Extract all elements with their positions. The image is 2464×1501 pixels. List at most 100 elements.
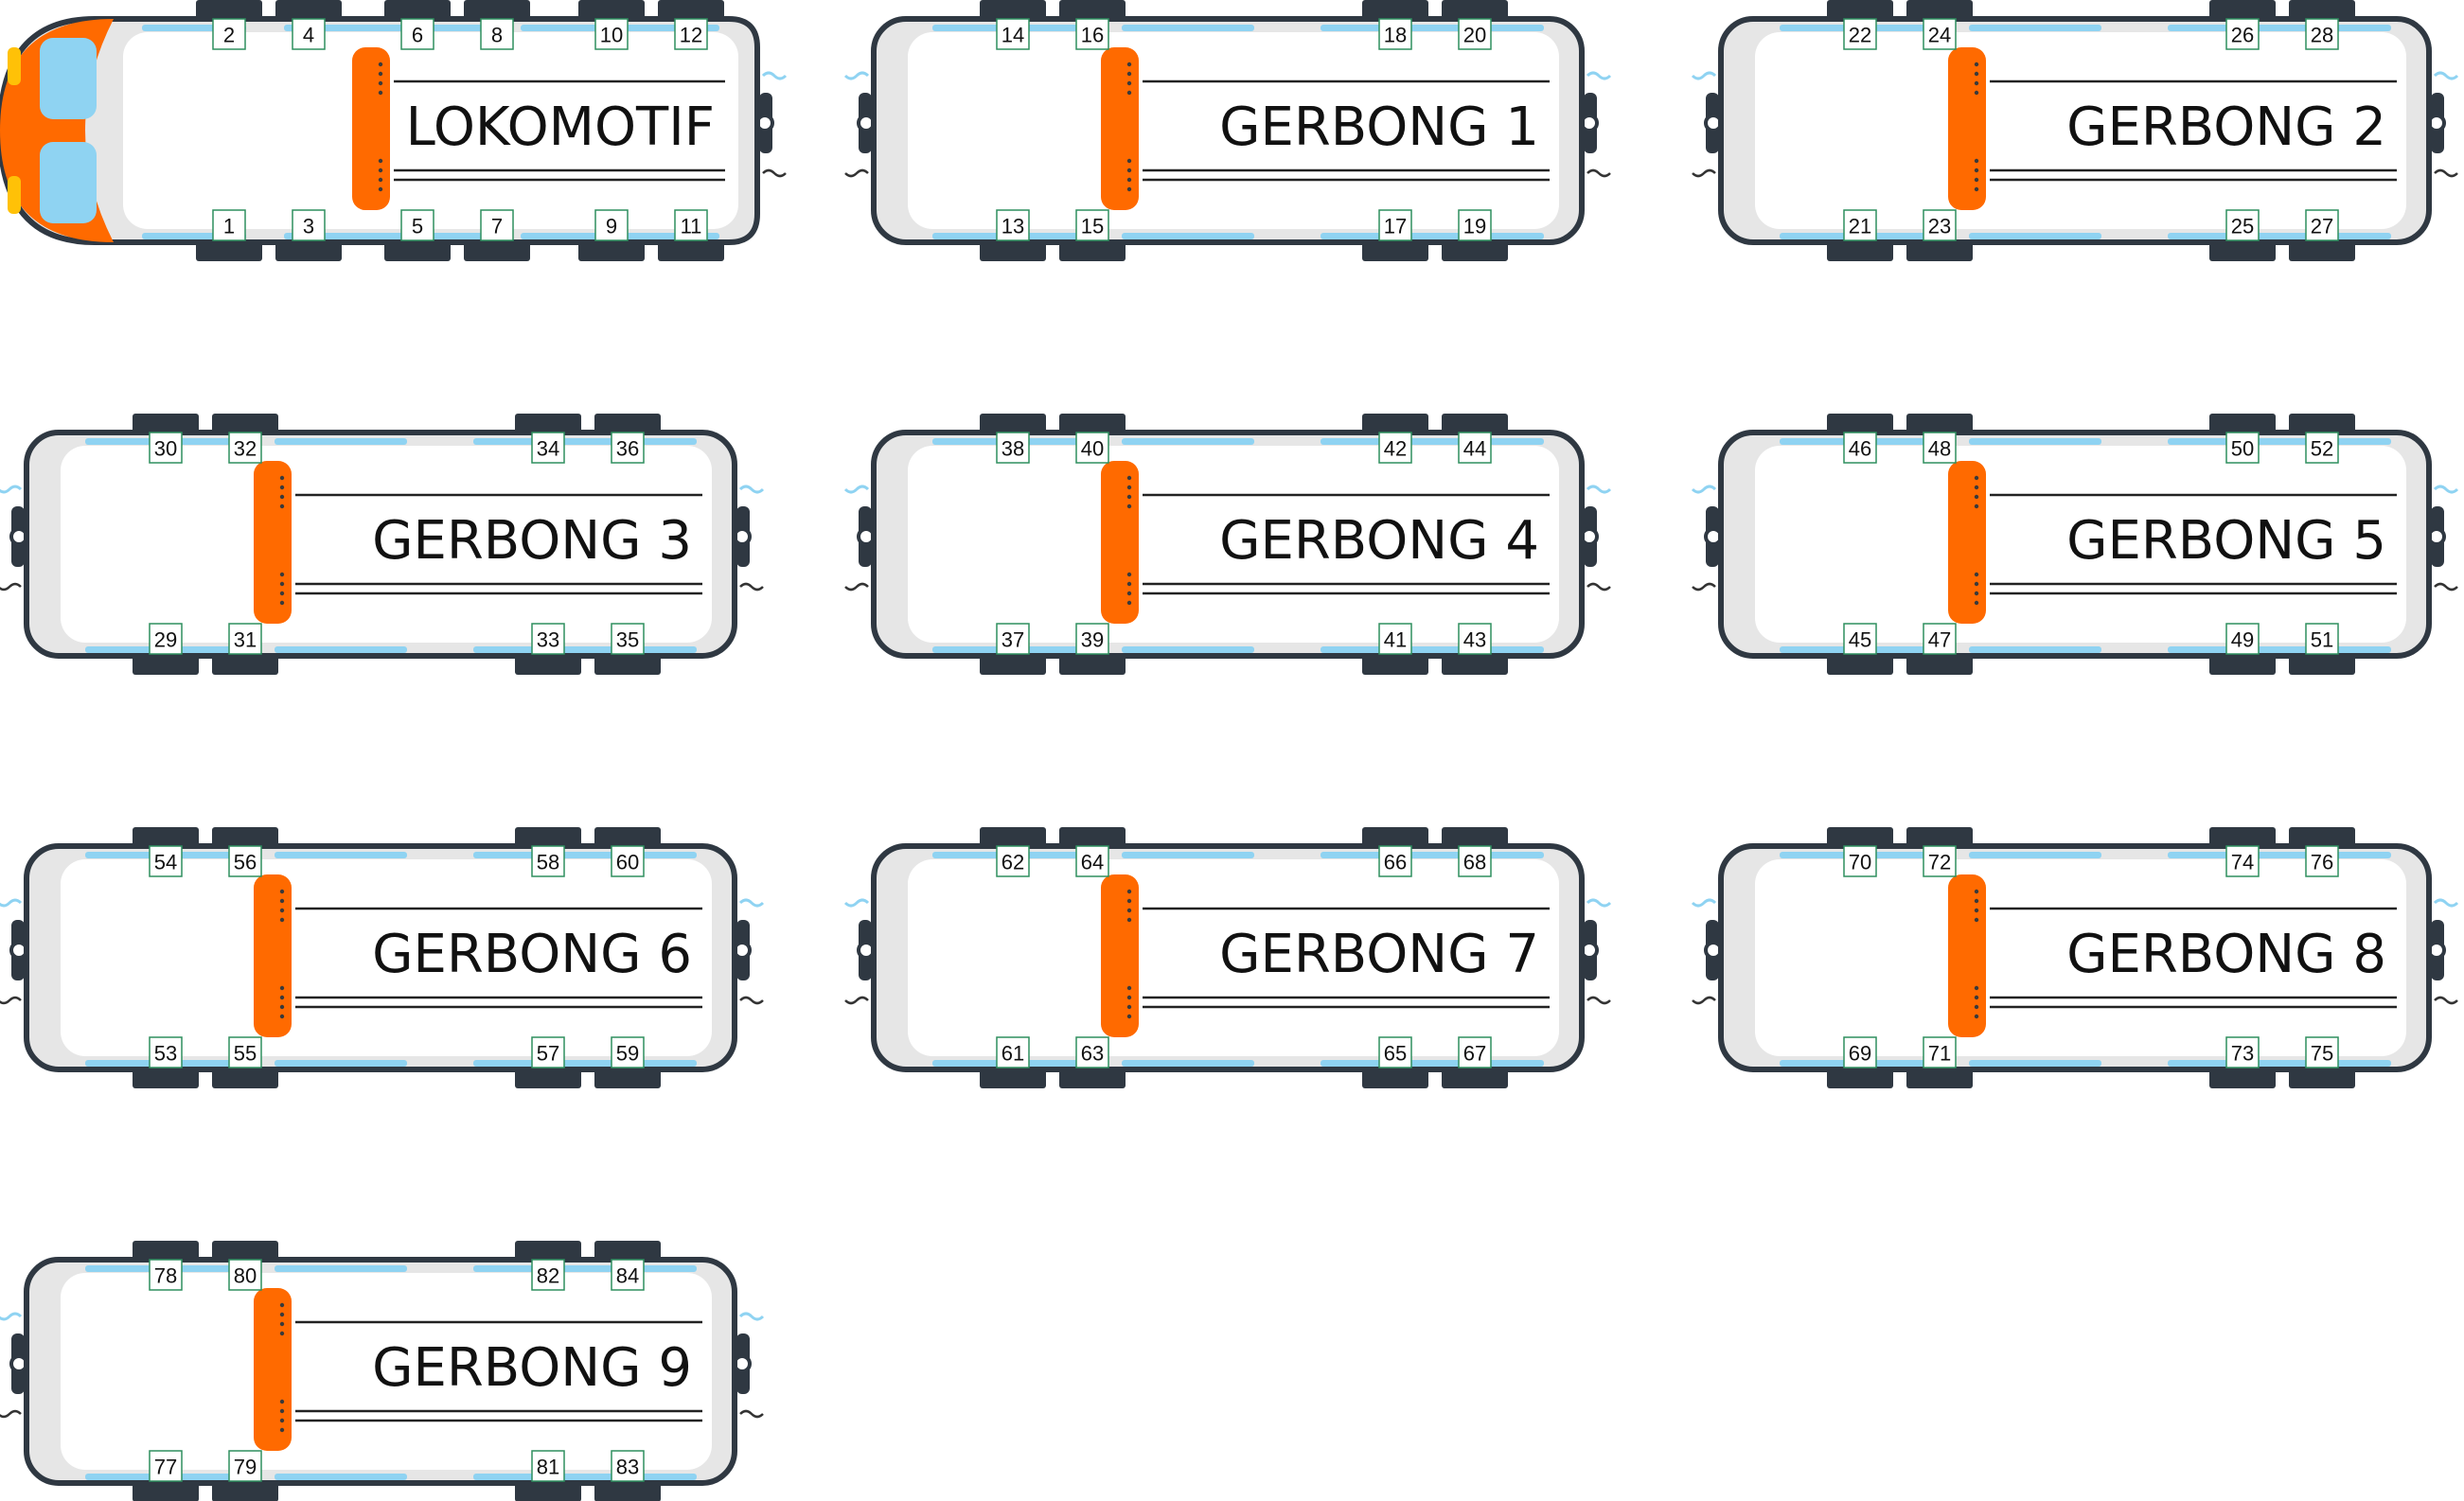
- seat-box[interactable]: [1923, 845, 1957, 877]
- seat[interactable]: 48: [1923, 432, 1957, 464]
- seat[interactable]: 57: [531, 1036, 565, 1068]
- seat-box[interactable]: [611, 1450, 645, 1482]
- seat-box[interactable]: [531, 623, 565, 655]
- seat[interactable]: 82: [531, 1259, 565, 1291]
- seat[interactable]: 73: [2225, 1036, 2260, 1068]
- seat[interactable]: 35: [611, 623, 645, 655]
- seat[interactable]: 41: [1378, 623, 1412, 655]
- seat[interactable]: 51: [2305, 623, 2339, 655]
- seat[interactable]: 84: [611, 1259, 645, 1291]
- seat[interactable]: 36: [611, 432, 645, 464]
- seat-box[interactable]: [149, 1036, 183, 1068]
- seat-box[interactable]: [996, 432, 1030, 464]
- seat[interactable]: 6: [400, 18, 434, 50]
- seat-box[interactable]: [2225, 623, 2260, 655]
- seat[interactable]: 55: [228, 1036, 262, 1068]
- seat[interactable]: 56: [228, 845, 262, 877]
- seat[interactable]: 74: [2225, 845, 2260, 877]
- seat[interactable]: 62: [996, 845, 1030, 877]
- seat-box[interactable]: [1923, 209, 1957, 241]
- seat[interactable]: 21: [1843, 209, 1877, 241]
- seat[interactable]: 22: [1843, 18, 1877, 50]
- seat[interactable]: 37: [996, 623, 1030, 655]
- seat[interactable]: 2: [212, 18, 246, 50]
- seat-box[interactable]: [1923, 1036, 1957, 1068]
- seat[interactable]: 11: [674, 209, 708, 241]
- seat[interactable]: 13: [996, 209, 1030, 241]
- seat[interactable]: 45: [1843, 623, 1877, 655]
- seat-box[interactable]: [2225, 1036, 2260, 1068]
- seat-box[interactable]: [400, 209, 434, 241]
- seat[interactable]: 79: [228, 1450, 262, 1482]
- seat-box[interactable]: [531, 845, 565, 877]
- seat-box[interactable]: [480, 209, 514, 241]
- seat[interactable]: 47: [1923, 623, 1957, 655]
- seat-box[interactable]: [2225, 432, 2260, 464]
- seat[interactable]: 28: [2305, 18, 2339, 50]
- seat-box[interactable]: [1378, 845, 1412, 877]
- seat-box[interactable]: [1378, 18, 1412, 50]
- seat[interactable]: 68: [1458, 845, 1492, 877]
- seat[interactable]: 16: [1075, 18, 1109, 50]
- seat-box[interactable]: [2305, 845, 2339, 877]
- seat[interactable]: 53: [149, 1036, 183, 1068]
- seat-box[interactable]: [400, 18, 434, 50]
- seat-box[interactable]: [1378, 209, 1412, 241]
- seat[interactable]: 26: [2225, 18, 2260, 50]
- seat[interactable]: 9: [594, 209, 629, 241]
- seat-box[interactable]: [996, 1036, 1030, 1068]
- seat-box[interactable]: [212, 18, 246, 50]
- seat[interactable]: 15: [1075, 209, 1109, 241]
- seat-box[interactable]: [996, 209, 1030, 241]
- seat[interactable]: 32: [228, 432, 262, 464]
- seat[interactable]: 38: [996, 432, 1030, 464]
- seat[interactable]: 52: [2305, 432, 2339, 464]
- seat-box[interactable]: [1458, 18, 1492, 50]
- seat[interactable]: 72: [1923, 845, 1957, 877]
- seat-box[interactable]: [1923, 18, 1957, 50]
- seat[interactable]: 81: [531, 1450, 565, 1482]
- seat[interactable]: 61: [996, 1036, 1030, 1068]
- seat-box[interactable]: [1843, 18, 1877, 50]
- seat-box[interactable]: [149, 845, 183, 877]
- seat[interactable]: 75: [2305, 1036, 2339, 1068]
- seat[interactable]: 33: [531, 623, 565, 655]
- seat-box[interactable]: [1075, 432, 1109, 464]
- seat-box[interactable]: [480, 18, 514, 50]
- seat-box[interactable]: [1843, 845, 1877, 877]
- seat-box[interactable]: [531, 432, 565, 464]
- seat-box[interactable]: [292, 18, 326, 50]
- seat-box[interactable]: [1458, 432, 1492, 464]
- seat[interactable]: 44: [1458, 432, 1492, 464]
- seat-box[interactable]: [1923, 432, 1957, 464]
- seat[interactable]: 50: [2225, 432, 2260, 464]
- seat[interactable]: 24: [1923, 18, 1957, 50]
- seat-box[interactable]: [228, 623, 262, 655]
- seat-box[interactable]: [1378, 1036, 1412, 1068]
- seat[interactable]: 5: [400, 209, 434, 241]
- seat[interactable]: 78: [149, 1259, 183, 1291]
- seat[interactable]: 70: [1843, 845, 1877, 877]
- seat[interactable]: 46: [1843, 432, 1877, 464]
- seat-box[interactable]: [611, 845, 645, 877]
- seat-box[interactable]: [228, 1450, 262, 1482]
- seat-box[interactable]: [1923, 623, 1957, 655]
- seat[interactable]: 7: [480, 209, 514, 241]
- seat-box[interactable]: [2225, 209, 2260, 241]
- seat-box[interactable]: [674, 209, 708, 241]
- seat-box[interactable]: [1075, 845, 1109, 877]
- seat-box[interactable]: [292, 209, 326, 241]
- seat-box[interactable]: [2225, 845, 2260, 877]
- seat[interactable]: 3: [292, 209, 326, 241]
- seat-box[interactable]: [674, 18, 708, 50]
- seat[interactable]: 1: [212, 209, 246, 241]
- seat-box[interactable]: [149, 432, 183, 464]
- seat-box[interactable]: [531, 1259, 565, 1291]
- seat[interactable]: 54: [149, 845, 183, 877]
- seat-box[interactable]: [149, 1259, 183, 1291]
- seat-box[interactable]: [2305, 209, 2339, 241]
- seat[interactable]: 12: [674, 18, 708, 50]
- seat[interactable]: 14: [996, 18, 1030, 50]
- seat[interactable]: 29: [149, 623, 183, 655]
- seat-box[interactable]: [228, 845, 262, 877]
